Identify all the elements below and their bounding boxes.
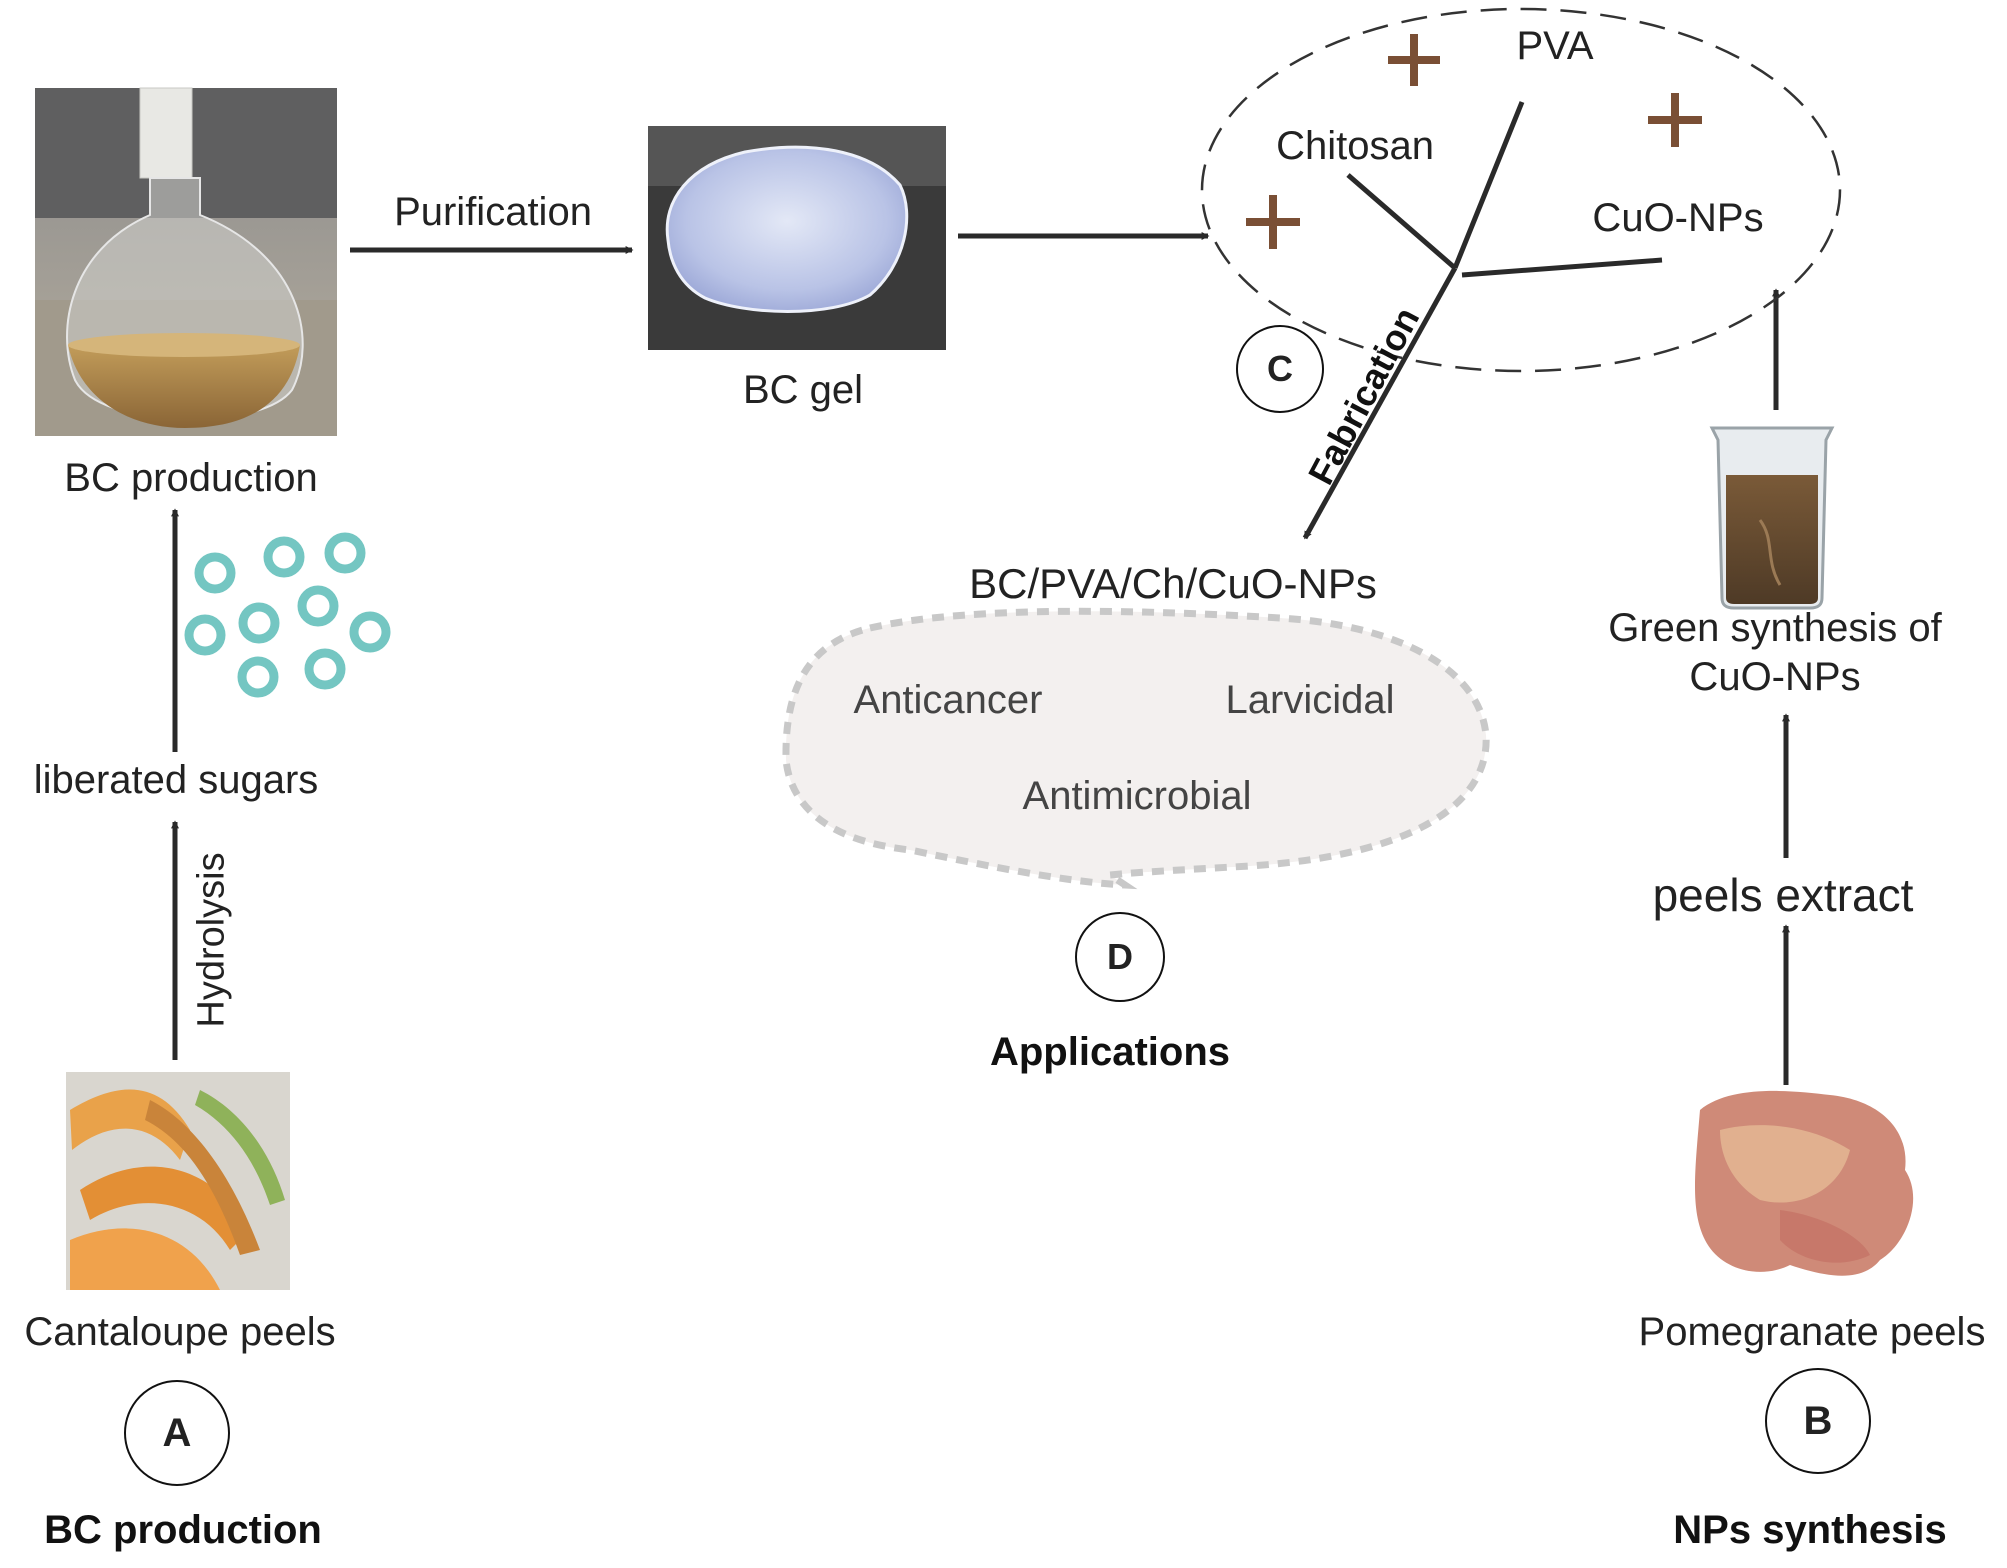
green-synthesis-label-line2: CuO-NPs (1689, 655, 1861, 699)
panel-d-badge: D (1075, 912, 1165, 1002)
composite-label: BC/PVA/Ch/CuO-NPs (969, 560, 1377, 607)
liberated-sugars-label: liberated sugars (33, 758, 319, 802)
panel-b-title: NPs synthesis (1673, 1508, 1947, 1552)
photo-pomegranate-peels (1695, 1090, 1914, 1276)
application-larvicidal: Larvicidal (1225, 678, 1395, 722)
plus-icon (1246, 195, 1300, 249)
beaker-icon (1709, 426, 1835, 610)
composite-components-ellipse (1200, 7, 1842, 373)
application-anticancer: Anticancer (853, 678, 1043, 722)
line-cuo-nps (1461, 257, 1663, 278)
panel-c-badge: C (1236, 325, 1324, 413)
panel-a-badge: A (124, 1380, 230, 1486)
green-synthesis-label-line1: Green synthesis of (1608, 606, 1942, 650)
hydrolysis-label: Hydrolysis (190, 852, 233, 1028)
chitosan-label: Chitosan (1276, 124, 1434, 168)
application-antimicrobial: Antimicrobial (1022, 774, 1252, 818)
pomegranate-peels-label: Pomegranate peels (1638, 1310, 1986, 1354)
plus-icon (1388, 34, 1440, 86)
panel-a-title: BC production (44, 1508, 322, 1552)
bc-gel-label: BC gel (742, 368, 864, 412)
photo-cantaloupe-peels (66, 1072, 290, 1290)
peels-extract-label: peels extract (1652, 869, 1914, 921)
purification-label: Purification (394, 190, 592, 234)
line-chitosan (1346, 173, 1457, 270)
bc-production-label: BC production (64, 456, 318, 500)
panel-b-badge: B (1765, 1368, 1871, 1474)
cuo-nps-label: CuO-NPs (1592, 196, 1764, 240)
arrow-fabrication (1302, 266, 1458, 540)
photo-bc-gel (648, 126, 946, 350)
plus-icon (1648, 93, 1702, 147)
line-pva (1452, 101, 1525, 269)
sugar-molecules-icon (184, 532, 391, 698)
photo-flask-bc-culture (35, 87, 337, 436)
cantaloupe-peels-label: Cantaloupe peels (24, 1310, 336, 1354)
panel-d-title: Applications (989, 1030, 1231, 1074)
applications-bubble (782, 607, 1490, 890)
pva-label: PVA (1516, 24, 1594, 68)
